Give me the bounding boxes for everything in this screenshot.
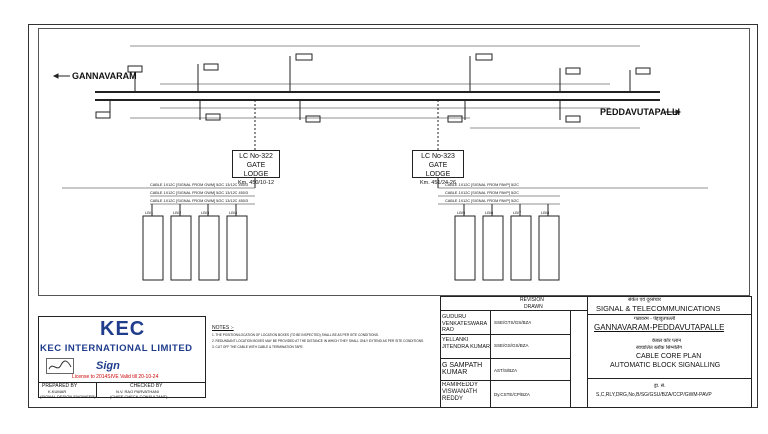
section-title: GANNAVARAM-PEDDAVUTAPALLE bbox=[594, 323, 725, 332]
cable-run-right-2: CABLE 1X12C [SIGNAL FROM PAVP] 5/2C bbox=[445, 191, 519, 195]
svg-text:LB/8: LB/8 bbox=[541, 210, 550, 215]
signatory-name: GUDURU VENKATESWARA RAO bbox=[442, 314, 487, 333]
plan-hindi: केबल कोर प्लान bbox=[652, 338, 682, 344]
company-name: KEC INTERNATIONAL LIMITED bbox=[40, 343, 193, 354]
svg-text:LB/2: LB/2 bbox=[173, 210, 182, 215]
lodge-km: Km. 451/24-26 bbox=[419, 180, 457, 186]
divider bbox=[490, 310, 491, 408]
note-line: 2. REDUNDANT LOCATION BOXES MAY BE PROVI… bbox=[212, 339, 425, 343]
notes-header: NOTES :- bbox=[212, 325, 234, 331]
company-logo: KEC bbox=[100, 318, 146, 340]
signatory-name: G SAMPATH KUMAR bbox=[442, 362, 483, 376]
cable-run-right-1: CABLE 1X12C [SIGNAL FROM PAVP] 5/2C bbox=[445, 183, 519, 187]
svg-text:LB/5: LB/5 bbox=[457, 210, 466, 215]
signatory-code: Dy.CSTE/CP/BZA bbox=[494, 392, 530, 397]
note-line: 3. CUT OFF THE CABLE WITH CABLE & TERMIN… bbox=[212, 345, 304, 349]
divider bbox=[38, 382, 206, 383]
cable-run-left-3: CABLE 1X12C [SIGNAL FROM GWM] 5/2C 13/12… bbox=[150, 199, 248, 203]
plan-title: CABLE CORE PLAN bbox=[636, 353, 702, 360]
drawn-header: DRAWN bbox=[524, 304, 543, 310]
gate-lodge-323: LC No-323 GATE LODGE Km. 451/24-26 bbox=[412, 150, 464, 186]
checked-role: (CHIEF CHECK CONSULTANT) bbox=[110, 394, 168, 399]
note-line: 1. THE POSITION/LOCATION OF LOCATION BOX… bbox=[212, 333, 379, 337]
plan-hindi-2: स्वचालित ब्लॉक सिग्नलिंग bbox=[636, 345, 683, 351]
lodge-name: LC No-322 bbox=[239, 153, 273, 160]
drawing-sheet bbox=[28, 24, 758, 408]
divider bbox=[440, 310, 588, 311]
company-block bbox=[38, 316, 206, 398]
prepared-name: K.KUMAR bbox=[48, 389, 67, 394]
lodge-type: GATE LODGE bbox=[243, 162, 269, 178]
lodge-name: LC No-323 bbox=[421, 153, 455, 160]
prepared-role: (SIGNAL DESIGN ENGINEER) bbox=[40, 394, 96, 399]
prepared-label: PREPARED BY bbox=[42, 383, 78, 389]
divider bbox=[588, 314, 752, 315]
revision-header: REVISION bbox=[520, 297, 544, 303]
divider bbox=[440, 380, 570, 381]
drawing-area bbox=[38, 28, 750, 296]
svg-text:LB/4: LB/4 bbox=[229, 210, 238, 215]
checked-label: CHECKED BY bbox=[130, 383, 163, 389]
svg-text:LB/7: LB/7 bbox=[513, 210, 522, 215]
divider bbox=[440, 358, 570, 359]
lodge-km: Km. 450/10-12 bbox=[237, 180, 275, 186]
signatory-code: AST/S/BZA bbox=[494, 368, 518, 373]
drawing-no-hindi: ड्रा. सं. bbox=[654, 383, 666, 389]
gate-lodge-322: LC No-322 GATE LODGE Km. 450/10-12 bbox=[232, 150, 280, 186]
drawing-number: S,C,RLY,DRG,No,B/SG/GSU/BZA/CCP/GWM-PAVP bbox=[596, 392, 712, 398]
left-station-label: GANNAVARAM bbox=[72, 71, 137, 81]
dept-hindi: संकेत एवं दूरसंचार bbox=[628, 297, 661, 303]
right-station-label: PEDDAVUTAPALLI bbox=[600, 107, 680, 117]
divider bbox=[570, 310, 571, 408]
cable-run-left-2: CABLE 1X12C [SIGNAL FROM GWM] 5/2C 13/12… bbox=[150, 191, 248, 195]
revision-table bbox=[440, 296, 588, 408]
checked-name: N.V. RAO PARVATHANI bbox=[116, 389, 159, 394]
sign-brand: Sign bbox=[96, 360, 120, 372]
lodge-type: GATE LODGE bbox=[425, 162, 451, 178]
cable-run-right-3: CABLE 1X12C [SIGNAL FROM PAVP] 5/2C bbox=[445, 199, 519, 203]
digital-sign-stamp: Sign bbox=[96, 356, 196, 372]
dept-title: SIGNAL & TELECOMMUNICATIONS bbox=[596, 305, 721, 313]
cable-run-left-1: CABLE 1X12C [SIGNAL FROM GWM] 5/2C 13/12… bbox=[150, 183, 248, 187]
signatory-code: SSE/GTS/GS/BZA bbox=[494, 320, 532, 325]
signature-image bbox=[46, 358, 74, 374]
svg-text:LB/3: LB/3 bbox=[201, 210, 210, 215]
plan-subtitle: AUTOMATIC BLOCK SIGNALLING bbox=[610, 362, 721, 369]
section-hindi: गन्नावरम - पेद्दावुतपल्ली bbox=[634, 316, 676, 322]
signatory-name: YELLANKI JITENDRA KUMAR bbox=[442, 337, 490, 350]
license-text: License to 2014SIVE Valid till 20-10-24 bbox=[72, 374, 159, 380]
svg-text:LB/1: LB/1 bbox=[145, 210, 154, 215]
divider bbox=[440, 334, 570, 335]
signatory-code: SSE/GS/GS/BZA bbox=[494, 343, 529, 348]
svg-text:LB/6: LB/6 bbox=[485, 210, 494, 215]
divider bbox=[96, 382, 97, 398]
divider bbox=[588, 378, 752, 379]
signatory-name: RAMIREDDY VISWANATH REDDY bbox=[442, 382, 478, 402]
